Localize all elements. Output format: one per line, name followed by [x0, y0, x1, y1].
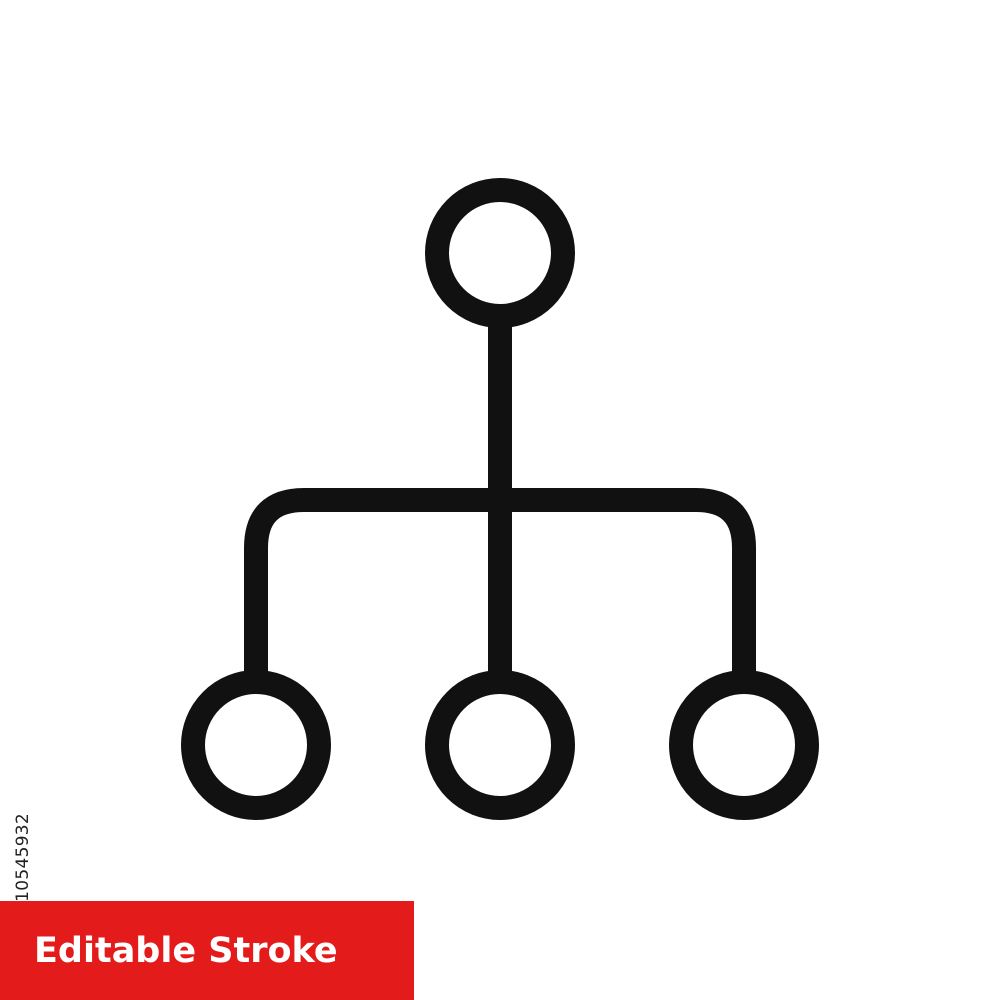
- banner-label: Editable Stroke: [34, 930, 338, 971]
- top-node-circle: [425, 178, 575, 328]
- left-node-circle: [181, 670, 331, 820]
- right-node-circle: [669, 670, 819, 820]
- stock-id-label: 410545932: [13, 812, 33, 913]
- middle-node-circle: [425, 670, 575, 820]
- branch-connector: [244, 488, 756, 672]
- editable-stroke-banner: Editable Stroke: [0, 901, 414, 1000]
